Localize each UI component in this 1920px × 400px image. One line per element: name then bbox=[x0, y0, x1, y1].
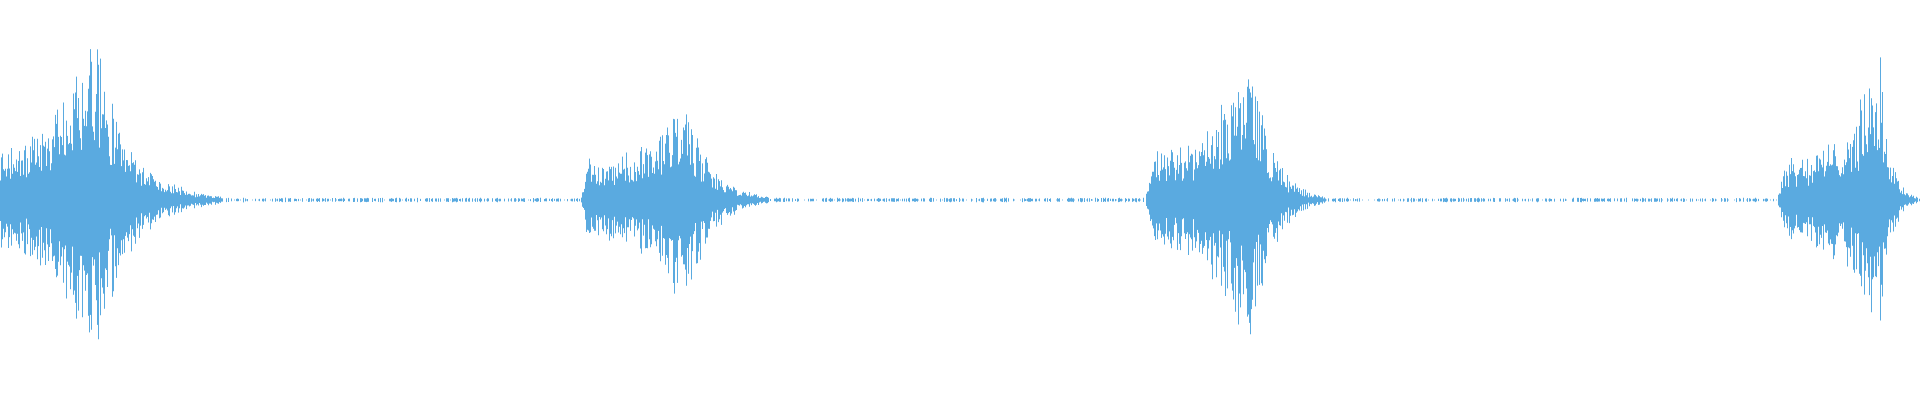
waveform-samples bbox=[0, 49, 1920, 340]
waveform-trace bbox=[0, 49, 1920, 340]
